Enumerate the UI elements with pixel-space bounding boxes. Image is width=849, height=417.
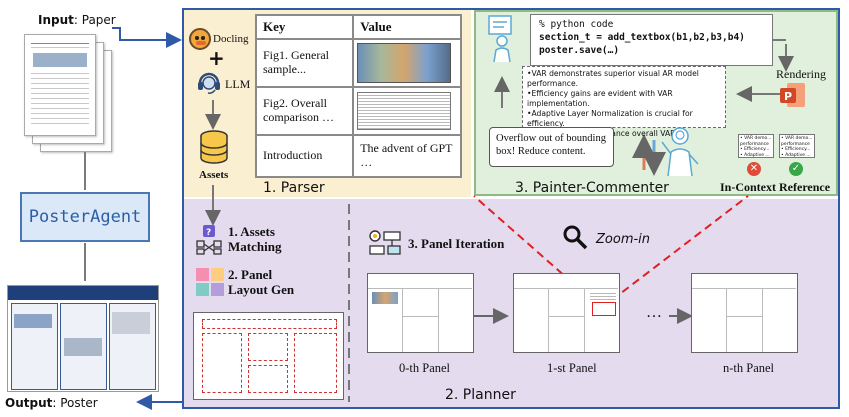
panel-1st-label: 1-st Panel xyxy=(547,361,597,375)
plus-icon: + xyxy=(208,46,225,70)
code-line: % python code xyxy=(539,19,614,30)
bullet-item: •Adaptive Layer Normalization is crucial… xyxy=(527,109,693,128)
layout-preview xyxy=(193,312,344,400)
panel-ellipsis: … xyxy=(646,304,662,321)
llm-label: LLM xyxy=(225,77,251,91)
in-context-reference-label: In-Context Reference xyxy=(720,180,831,194)
assets-database-icon xyxy=(199,130,229,164)
bullet-item: •VAR demonstrates superior visual AR mod… xyxy=(527,69,699,88)
rendered-bullets-box: •VAR demonstrates superior visual AR mod… xyxy=(522,66,726,148)
commenter-character-icon xyxy=(660,124,700,178)
arrow-agent-to-poster xyxy=(84,243,86,281)
zoom-magnifier-icon xyxy=(562,224,588,250)
panel-iteration-label: 3. Panel Iteration xyxy=(408,236,505,251)
pipeline-frame xyxy=(182,8,840,409)
assets-matching-line: Matching xyxy=(228,239,282,254)
table-header-value: Value xyxy=(352,14,462,40)
reference-card-good: • VAR demo... performance • Efficiency..… xyxy=(779,134,815,158)
panel-iteration-icon xyxy=(368,229,402,257)
panel-0th-label: 0-th Panel xyxy=(399,361,451,375)
layout-gen-line: Layout Gen xyxy=(228,282,295,297)
painter-commenter-title: 3. Painter-Commenter xyxy=(515,180,669,196)
painter-character-icon xyxy=(486,14,520,64)
svg-text:?: ? xyxy=(206,228,211,238)
docling-duck-icon xyxy=(189,28,211,50)
panel-nth xyxy=(691,273,798,353)
code-line: section_t = add_textbox(b1,b2,b3,b4) xyxy=(539,32,745,43)
layout-gen-line: 2. Panel xyxy=(228,267,273,282)
python-code-box: % python code section_t = add_textbox(b1… xyxy=(530,14,773,66)
arrow-paper-to-agent xyxy=(84,152,86,190)
reference-line: performance xyxy=(740,141,769,147)
code-line: poster.save(…) xyxy=(539,45,620,56)
reference-card-bad: • VAR demo... performance • Efficiency..… xyxy=(738,134,774,158)
reference-line: • Efficiency... xyxy=(781,147,811,152)
parser-key-value-table: Key Value Fig1. General sample... Fig2. … xyxy=(254,14,462,178)
reference-line: • Adaptive ... xyxy=(740,152,770,158)
poster-agent-box: PosterAgent xyxy=(20,192,150,242)
layout-gen-icon xyxy=(196,268,224,296)
input-label: Input: Paper xyxy=(38,13,116,27)
assets-matching-line: 1. Assets xyxy=(228,224,275,239)
table-row-value-figure xyxy=(352,38,462,88)
assets-label: Assets xyxy=(199,169,229,181)
commenter-speech-bubble: Overflow out of bounding box! Reduce con… xyxy=(489,127,614,167)
planner-title: 2. Planner xyxy=(445,387,516,403)
layout-gen-label: 2. Panel Layout Gen xyxy=(228,267,294,297)
cross-icon: ✕ xyxy=(747,162,761,176)
table-row-value-figure xyxy=(352,86,462,136)
reference-line: performance xyxy=(781,141,810,147)
table-row-key: Fig2. Overall comparison … xyxy=(254,86,355,136)
reference-line: • Adaptive ... xyxy=(781,152,811,158)
svg-text:P: P xyxy=(784,90,792,103)
panel-1st xyxy=(513,273,620,353)
llm-headset-icon xyxy=(196,69,222,95)
panel-0th xyxy=(367,273,474,353)
reference-line: • VAR demo... xyxy=(781,136,813,141)
table-row-key: Introduction xyxy=(254,134,355,178)
output-label: Output: Poster xyxy=(5,396,98,410)
reference-line: • VAR demo... xyxy=(740,136,772,141)
table-row-value: The advent of GPT … xyxy=(352,134,462,178)
table-row-key: Fig1. General sample... xyxy=(254,38,355,88)
reference-line: • Efficiency... xyxy=(740,147,770,152)
zoom-in-label: Zoom-in xyxy=(596,232,651,247)
rendering-label: Rendering xyxy=(776,67,826,81)
table-header-key: Key xyxy=(254,14,355,40)
assets-matching-label: 1. Assets Matching xyxy=(228,224,281,254)
check-icon: ✓ xyxy=(789,162,803,176)
parser-title: 1. Parser xyxy=(263,180,325,196)
panel-nth-label: n-th Panel xyxy=(723,361,775,375)
bullet-item: •Efficiency gains are evident with VAR i… xyxy=(527,89,673,108)
powerpoint-icon: P xyxy=(780,81,806,109)
assets-matching-icon: ? xyxy=(196,225,222,255)
docling-label: Docling xyxy=(213,33,249,45)
output-poster-thumbnail xyxy=(7,285,159,392)
